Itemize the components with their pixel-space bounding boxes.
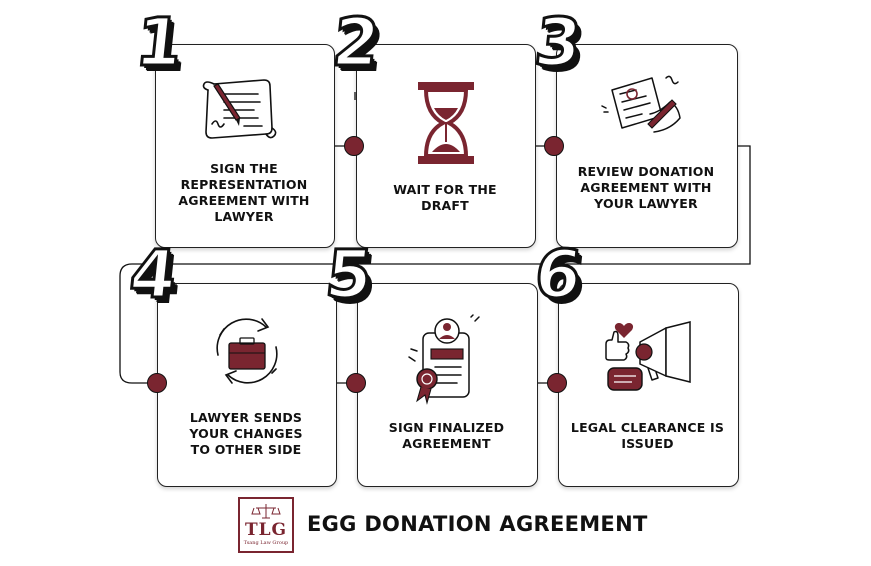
connector-dot — [547, 373, 567, 393]
logo-initials: TLG — [244, 520, 288, 540]
step-text-5: SIGN FINALIZED AGREEMENT — [388, 420, 505, 451]
step-text-6: LEGAL CLEARANCE IS ISSUED — [570, 420, 725, 451]
step-label-5: SIGN FINALIZED AGREEMENT — [362, 420, 531, 452]
connector-dot — [147, 373, 167, 393]
tlg-logo: TLG Tsang Law Group — [238, 497, 294, 553]
logo-subtitle: Tsang Law Group — [243, 540, 289, 546]
certificate-icon — [408, 314, 480, 405]
step-card-5 — [357, 283, 538, 487]
scales-of-justice-icon — [251, 504, 281, 519]
step-card-3 — [556, 44, 738, 248]
step-number-3: 3 — [530, 3, 587, 83]
step-label-6: LEGAL CLEARANCE IS ISSUED — [563, 420, 732, 452]
review-document-icon — [601, 75, 681, 133]
connector-dot — [344, 136, 364, 156]
step-number-2: 2 — [328, 3, 385, 83]
step-label-3: REVIEW DONATION AGREEMENT WITH YOUR LAWY… — [561, 164, 731, 212]
step-card-4 — [157, 283, 337, 487]
megaphone-icon — [605, 321, 691, 391]
step-number-6: 6 — [530, 235, 587, 315]
connector-dot — [346, 373, 366, 393]
briefcase-cycle-icon — [216, 318, 278, 384]
step-text-1: SIGN THE REPRESENTATION AGREEMENT WITH L… — [178, 161, 310, 224]
step-text-4: LAWYER SENDS YOUR CHANGES TO OTHER SIDE — [189, 410, 303, 457]
step-label-4: LAWYER SENDS YOUR CHANGES TO OTHER SIDE — [162, 410, 330, 458]
step-label-1: SIGN THE REPRESENTATION AGREEMENT WITH L… — [160, 161, 328, 225]
page-title: EGG DONATION AGREEMENT — [307, 512, 648, 536]
contract-pen-icon — [202, 79, 277, 139]
connector-dot — [544, 136, 564, 156]
step-text-3: REVIEW DONATION AGREEMENT WITH YOUR LAWY… — [577, 164, 715, 211]
step-card-6 — [558, 283, 739, 487]
step-number-1: 1 — [131, 3, 188, 83]
step-number-4: 4 — [125, 235, 182, 315]
step-label-2: WAIT FOR THE DRAFT — [361, 182, 529, 214]
hourglass-icon — [418, 82, 474, 164]
step-number-5: 5 — [321, 235, 378, 315]
step-card-1 — [155, 44, 335, 248]
step-text-2: WAIT FOR THE DRAFT — [393, 182, 497, 213]
